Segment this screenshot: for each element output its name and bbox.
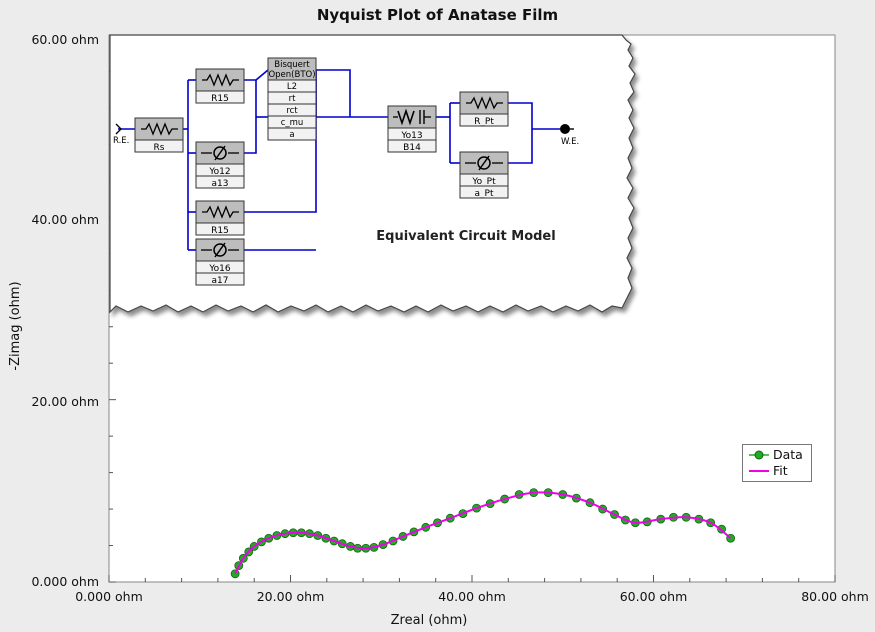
rs-label: Rs: [154, 143, 165, 153]
rct-label: rct: [286, 106, 298, 116]
data-series: [230, 488, 736, 579]
legend-item-fit: Fit: [743, 463, 811, 479]
legend-item-data: Data: [743, 447, 811, 463]
y-tick-label: 60.00 ohm: [31, 32, 99, 47]
x-axis-label: Zreal (ohm): [391, 613, 468, 628]
x-tick-label: 0.000 ohm: [75, 589, 143, 604]
r-pt-resistor: R_Pt: [459, 91, 509, 127]
legend-data-marker: [749, 450, 769, 460]
x-axis-ticks: [108, 575, 836, 582]
r15-top-resistor: R15: [195, 68, 245, 104]
warburg-element: Yo13 B14: [387, 105, 437, 153]
circuit-title: Equivalent Circuit Model: [376, 229, 555, 244]
y-tick-label: 20.00 ohm: [31, 394, 99, 409]
a13-label: a13: [212, 179, 229, 189]
we-label: W.E.: [561, 137, 579, 147]
r15-low-label: R15: [211, 226, 229, 236]
re-terminal: R.E.: [113, 123, 129, 146]
fit-line: [234, 491, 732, 575]
yo16-label: Yo16: [208, 264, 231, 274]
circuit-inset: R.E. Rs R15 Yo12 a13: [109, 34, 636, 314]
chart-title: Nyquist Plot of Anatase Film: [316, 6, 559, 24]
l2-label: L2: [287, 82, 297, 92]
yo-pt-label: Yo_Pt: [471, 177, 496, 187]
b14-label: B14: [403, 143, 421, 153]
rs-resistor: Rs: [134, 117, 184, 153]
legend: Data Fit: [742, 444, 812, 482]
x-tick-label: 80.00 ohm: [801, 589, 869, 604]
x-tick-label: 60.00 ohm: [620, 589, 688, 604]
r15-top-label: R15: [211, 94, 229, 104]
c-mu-label: c_mu: [281, 118, 304, 128]
we-terminal: W.E.: [560, 124, 579, 147]
rt-label: rt: [289, 94, 296, 104]
legend-fit-line: [749, 470, 769, 472]
legend-data-label: Data: [773, 447, 803, 462]
r15-low-resistor: R15: [195, 200, 245, 236]
legend-fit-label: Fit: [773, 463, 788, 478]
x-tick-label: 20.00 ohm: [257, 589, 325, 604]
x-tick-label: 40.00 ohm: [438, 589, 506, 604]
re-label: R.E.: [113, 136, 129, 146]
a-pt-label: a_Pt: [475, 189, 494, 199]
a17-label: a17: [212, 276, 229, 286]
cpe-yo16: Yo16 a17: [195, 238, 245, 286]
a-label: a: [289, 130, 294, 140]
y-tick-label: 0.000 ohm: [31, 574, 99, 589]
yo12-label: Yo12: [208, 167, 230, 177]
bisquert-element: Bisquert Open(BTO) L2 rt rct c_mu a: [267, 57, 317, 141]
r-pt-label: R_Pt: [474, 117, 494, 127]
cpe-yo-pt: Yo_Pt a_Pt: [459, 151, 509, 199]
yo13-label: Yo13: [400, 131, 422, 141]
bisquert-label-2: Open(BTO): [268, 70, 315, 80]
cpe-yo12: Yo12 a13: [195, 141, 245, 189]
y-axis-label: -Zimag (ohm): [8, 281, 23, 370]
bisquert-label-1: Bisquert: [274, 60, 310, 70]
y-tick-label: 40.00 ohm: [31, 212, 99, 227]
